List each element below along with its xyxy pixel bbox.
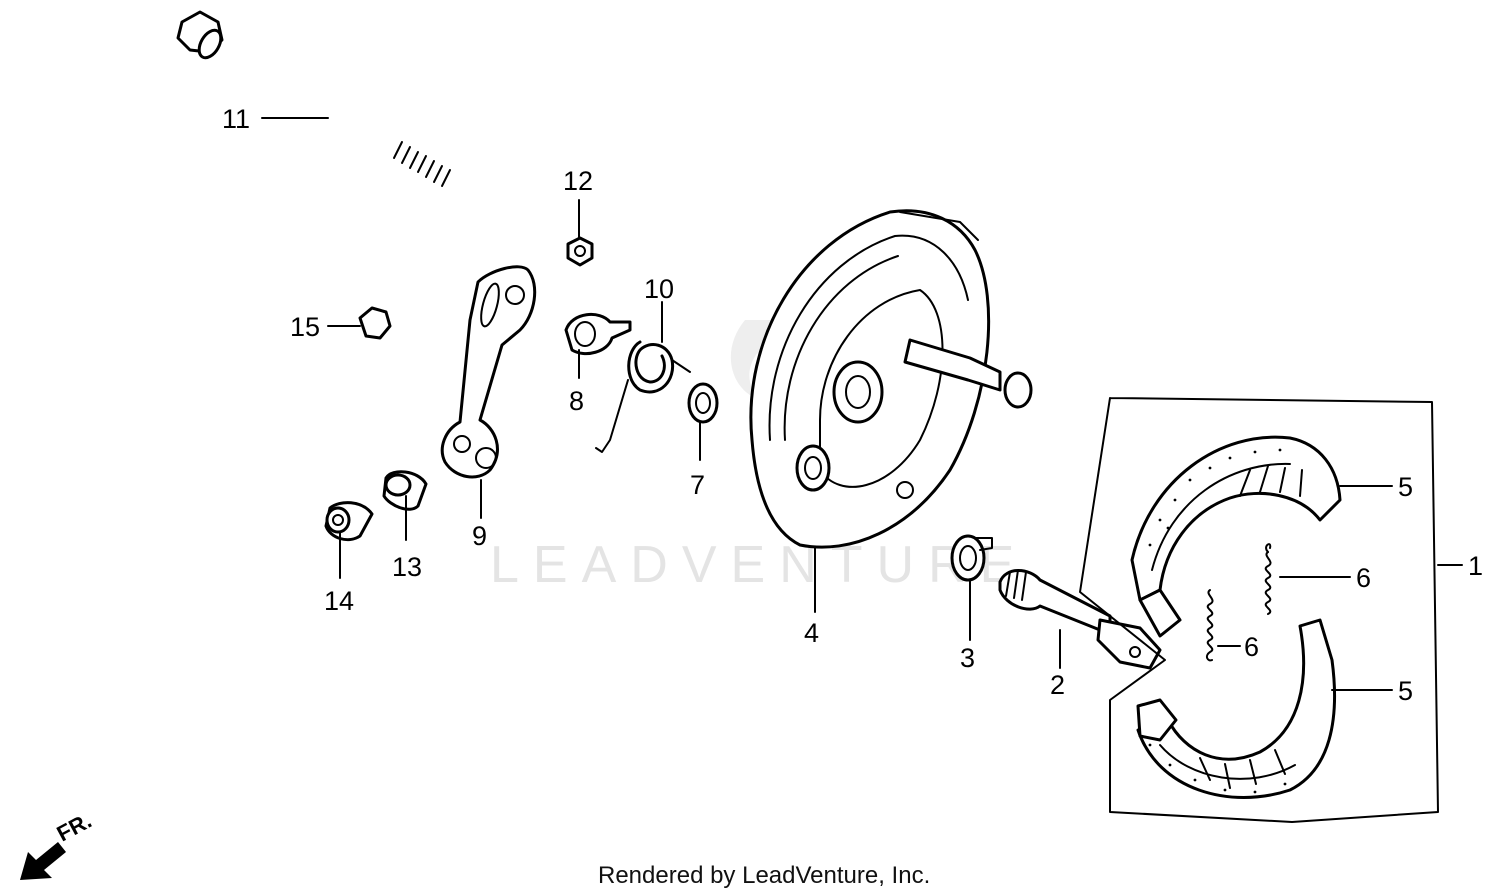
callout-6b[interactable]: 6 [1244,632,1259,662]
watermark-text: LEADVENTURE [490,536,1028,594]
part-6-spring-upper[interactable] [1264,543,1272,615]
part-9-brake-arm[interactable] [440,265,537,479]
front-direction-marker: FR. [20,808,96,880]
callout-11[interactable]: 11 [222,104,250,134]
part-8-indicator-plate[interactable] [564,313,632,355]
callout-13[interactable]: 13 [392,552,422,582]
part-15-bolt[interactable] [358,295,455,340]
arrow-icon [20,842,66,880]
part-4-brake-panel[interactable] [749,209,1033,549]
part-11-axle-bolt[interactable] [176,10,460,187]
part-12-nut[interactable] [566,236,594,267]
callout-14[interactable]: 14 [324,586,354,616]
fr-label: FR. [53,808,96,847]
callout-5b[interactable]: 5 [1398,676,1413,706]
callout-2[interactable]: 2 [1050,670,1065,700]
callout-7[interactable]: 7 [690,470,705,500]
callout-4[interactable]: 4 [804,618,819,648]
part-14-joint-nut[interactable] [324,501,374,542]
part-2-brake-cam[interactable] [998,569,1162,670]
part-3-washer[interactable] [950,534,993,582]
part-10-return-spring[interactable] [595,340,691,453]
callout-3[interactable]: 3 [960,643,975,673]
part-5-brake-shoe-upper[interactable] [1130,435,1342,638]
callout-10[interactable]: 10 [644,274,674,304]
callout-1[interactable]: 1 [1468,551,1483,581]
part-7-seal[interactable] [687,382,719,424]
part-5-brake-shoe-lower[interactable] [1136,618,1337,799]
callout-6a[interactable]: 6 [1356,563,1371,593]
callout-9[interactable]: 9 [472,521,487,551]
brake-shoe-assembly-outline [1079,397,1439,823]
callout-12[interactable]: 12 [563,166,593,196]
part-13-bushing[interactable] [382,470,428,511]
callout-8[interactable]: 8 [569,386,584,416]
footer-credit: Rendered by LeadVenture, Inc. [598,862,930,889]
callout-15[interactable]: 15 [290,312,320,342]
callout-5a[interactable]: 5 [1398,472,1413,502]
part-6-spring-lower[interactable] [1205,589,1214,662]
